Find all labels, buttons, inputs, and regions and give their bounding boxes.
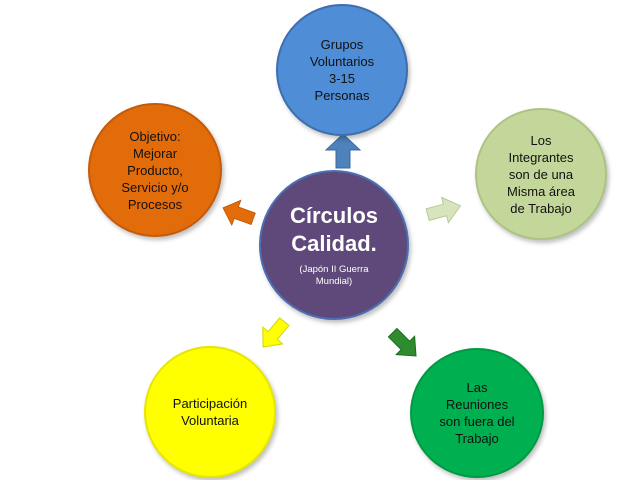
center-subtitle: (Japón II Guerra Mundial) bbox=[299, 264, 369, 287]
node-left: Objetivo: Mejorar Producto, Servicio y/o… bbox=[88, 103, 222, 237]
node-right-text: Los Integrantes son de una Misma área de… bbox=[507, 132, 575, 216]
node-bottom-right-text: Las Reuniones son fuera del Trabajo bbox=[439, 380, 515, 446]
node-top-text: Grupos Voluntarios 3-15 Personas bbox=[309, 37, 375, 103]
node-left-text: Objetivo: Mejorar Producto, Servicio y/o… bbox=[121, 128, 189, 212]
arrow-left bbox=[222, 199, 256, 227]
arrow-right bbox=[425, 196, 462, 224]
node-bottom-left-text: Participación Voluntaria bbox=[172, 396, 248, 428]
node-bottom-left: Participación Voluntaria bbox=[144, 346, 276, 478]
arrow-down-right bbox=[387, 327, 417, 357]
arrow-up bbox=[324, 133, 362, 169]
arrow-down-left bbox=[262, 317, 290, 348]
node-bottom-right: Las Reuniones son fuera del Trabajo bbox=[410, 348, 544, 478]
center-node: Círculos Calidad. (Japón II Guerra Mundi… bbox=[259, 170, 409, 320]
node-top: Grupos Voluntarios 3-15 Personas bbox=[276, 4, 408, 136]
node-right: Los Integrantes son de una Misma área de… bbox=[475, 108, 607, 240]
center-title: Círculos Calidad. bbox=[289, 203, 379, 256]
